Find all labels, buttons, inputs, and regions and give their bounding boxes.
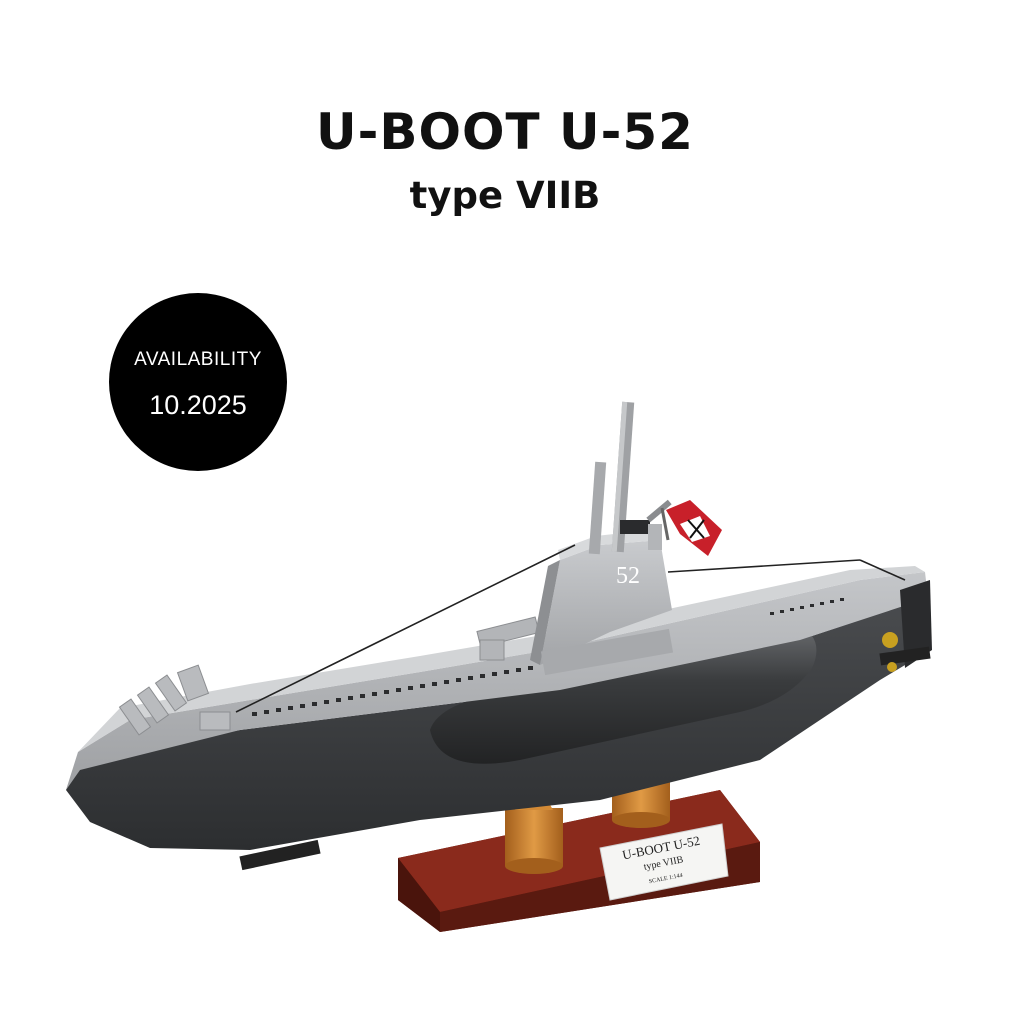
availability-label: AVAILABILITY (134, 349, 262, 370)
name-plaque: U-BOOT U-52 type VIIB SCALE 1:144 (599, 823, 729, 901)
hull-number: 52 (616, 563, 640, 589)
product-title: U-BOOT U-52 (316, 103, 694, 161)
product-subtitle: type VIIB (409, 174, 601, 217)
submarine-hull (66, 566, 932, 871)
availability-badge: AVAILABILITY 10.2025 (109, 293, 287, 471)
submarine-model-photo: U-BOOT U-52 type VIIB SCALE 1:144 (66, 401, 932, 932)
aa-gun (620, 499, 672, 550)
deck-vent-holes (252, 598, 844, 716)
bow-net-cutter (118, 664, 231, 736)
periscopes (588, 401, 635, 555)
naval-flag (660, 500, 722, 556)
availability-date: 10.2025 (149, 390, 247, 420)
jumping-wires (235, 544, 906, 713)
conning-tower: 52 (530, 530, 674, 676)
